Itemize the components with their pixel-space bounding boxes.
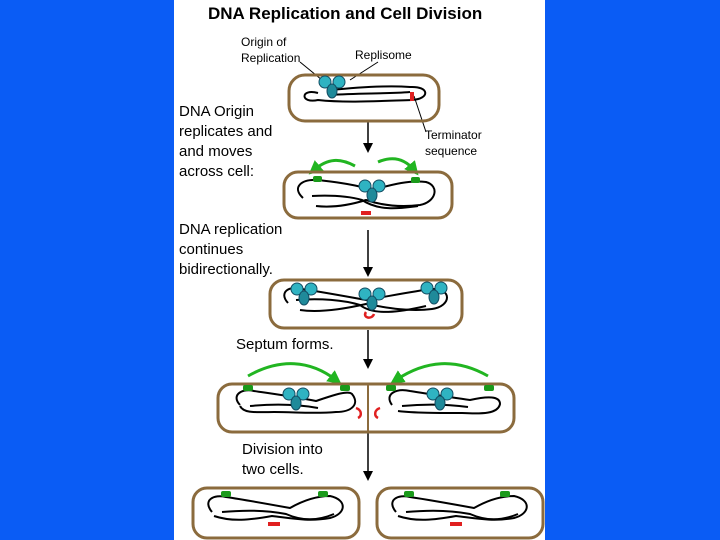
dna-loop (221, 509, 335, 521)
replisome-leader-line (349, 61, 379, 81)
green-arrow-right (390, 362, 489, 384)
daughter-cell-left (191, 486, 361, 540)
green-arrow-left (308, 159, 356, 175)
replisome-label: Replisome (355, 48, 412, 62)
dna-loop (235, 389, 357, 414)
daughter-cell-right (375, 486, 545, 540)
dna-loop (311, 194, 419, 210)
terminator-marker (355, 406, 362, 420)
origin-marker (386, 385, 396, 391)
dna-loop (329, 91, 411, 96)
cell-wall (191, 486, 361, 540)
terminator-marker (363, 311, 376, 319)
replisome-icon (358, 179, 386, 203)
origin-marker (221, 491, 231, 497)
step-1-caption: DNA Origin replicates and and moves acro… (179, 103, 273, 180)
cell-stage-2 (282, 170, 454, 220)
cell-stage-1 (287, 73, 441, 123)
green-arrow-left (247, 362, 342, 385)
terminator-marker (361, 211, 371, 215)
step-2-caption: DNA replication continues bidirectionall… (179, 221, 283, 278)
dna-loop (388, 389, 502, 415)
origin-marker (500, 491, 510, 497)
cell-wall (287, 73, 441, 123)
terminator-marker (374, 406, 381, 420)
dna-loop (391, 494, 528, 521)
terminator-marker (450, 522, 462, 526)
cell-wall (268, 278, 464, 330)
terminator-sequence-label: Terminator sequence (425, 128, 482, 158)
diagram-panel (174, 0, 545, 540)
cell-wall (375, 486, 545, 540)
replisome-icon (426, 387, 454, 411)
dna-loop (295, 298, 427, 313)
diagram-title: DNA Replication and Cell Division (208, 4, 483, 23)
step-3-caption: Septum forms. (236, 336, 334, 353)
origin-marker (313, 176, 322, 182)
replisome-icon (420, 281, 448, 305)
origin-marker (484, 385, 494, 391)
origin-leader-line (299, 61, 323, 81)
dna-loop (405, 509, 519, 521)
origin-marker (404, 491, 414, 497)
terminator-marker (410, 92, 414, 101)
dna-loop (249, 403, 319, 409)
origin-marker (411, 177, 420, 183)
replisome-icon (318, 75, 346, 99)
replisome-icon (290, 282, 318, 306)
cell-wall (216, 382, 516, 434)
origin-marker (318, 491, 328, 497)
step-4-caption: Division into two cells. (242, 441, 323, 478)
cell-stage-4 (216, 382, 516, 434)
terminator-marker (268, 522, 280, 526)
origin-of-replication-label: Origin of Replication (241, 35, 301, 65)
dna-loop (207, 494, 344, 521)
origin-marker (243, 385, 253, 391)
green-arrow-right (377, 157, 419, 176)
cell-stage-3 (268, 278, 464, 330)
origin-marker (340, 385, 350, 391)
cell-wall (282, 170, 454, 220)
terminator-leader-line (413, 95, 427, 133)
replisome-icon (282, 387, 310, 411)
replisome-icon (358, 287, 386, 311)
